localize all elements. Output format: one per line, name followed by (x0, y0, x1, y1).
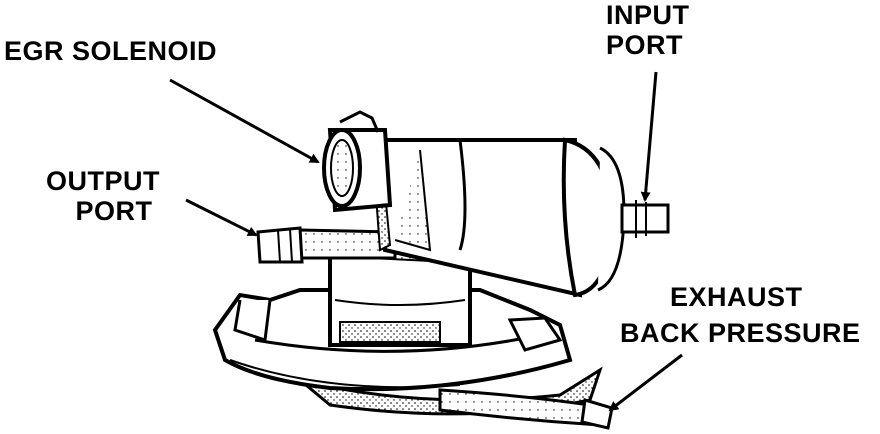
output-port-tube (256, 226, 397, 264)
solenoid-end-cap (561, 137, 626, 298)
exhaust-tube (438, 388, 614, 430)
input-port-arrow (640, 71, 658, 202)
electrical-connector (322, 110, 393, 213)
exhaust-back-pressure-label: EXHAUST BACK PRESSURE (620, 282, 861, 348)
exhaust-back-pressure-arrow (608, 353, 683, 412)
output-port-label: OUTPUT PORT (46, 166, 160, 226)
output-port-arrow (185, 198, 258, 237)
egr-solenoid-label: EGR SOLENOID (4, 36, 218, 66)
leader-arrows (169, 71, 683, 412)
egr-solenoid-arrow (169, 78, 320, 164)
input-port-nipple (620, 200, 670, 238)
input-port-label: INPUT PORT (606, 0, 690, 60)
